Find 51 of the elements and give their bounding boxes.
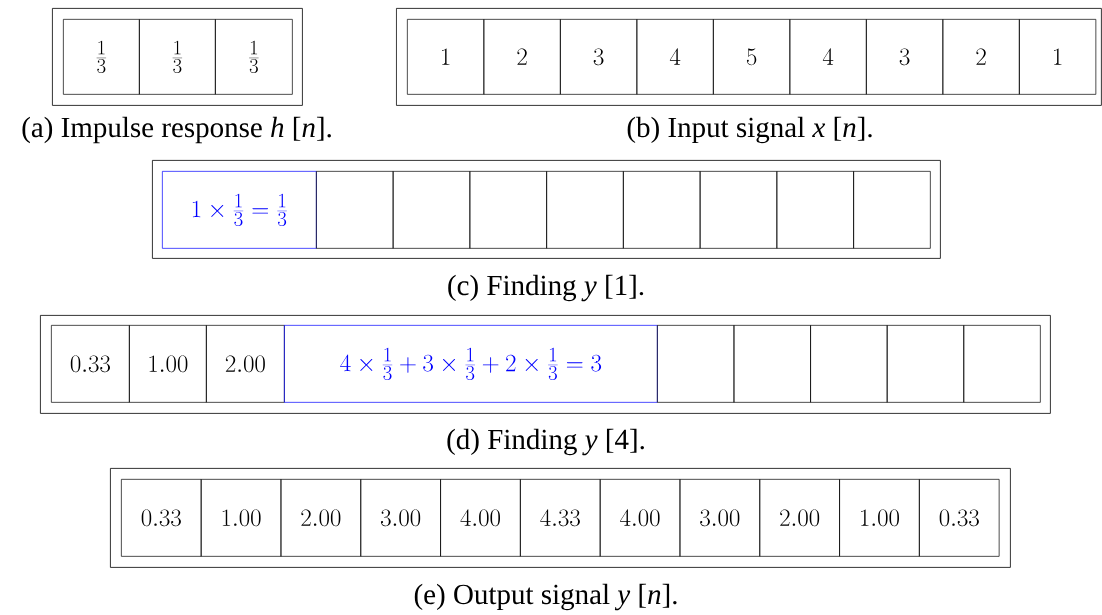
frame bbox=[40, 315, 1051, 414]
empty-cell bbox=[886, 325, 965, 403]
empty-cell bbox=[776, 171, 854, 249]
cell: $0.33$ bbox=[919, 479, 1000, 557]
cell: $4\times\frac{1}{3}+3\times\frac{1}{3}+2\times\frac{1}{3}=3$ bbox=[284, 325, 658, 403]
empty-cell bbox=[699, 171, 778, 249]
caption: (d) Finding y [4]. bbox=[447, 428, 644, 456]
caption: (e) Output signal y [n]. bbox=[414, 583, 677, 611]
empty-cell bbox=[316, 171, 394, 249]
caption: (b) Input signal x [n]. bbox=[627, 116, 872, 144]
cell: $1.00$ bbox=[200, 479, 282, 557]
cell: $4$ bbox=[636, 19, 714, 95]
cell: $2.00$ bbox=[759, 479, 840, 557]
frame bbox=[110, 468, 1011, 568]
cell: $3$ bbox=[560, 19, 638, 95]
empty-cell bbox=[392, 171, 471, 249]
cell: $\frac{1}{3}$ bbox=[63, 19, 140, 95]
cell: $2$ bbox=[942, 19, 1020, 95]
empty-cell bbox=[853, 171, 931, 249]
cell: $1$ bbox=[407, 19, 485, 95]
empty-cell bbox=[469, 171, 547, 249]
cell: $4.00$ bbox=[599, 479, 681, 557]
cell: $1.00$ bbox=[129, 325, 207, 403]
cell: $0.33$ bbox=[51, 325, 130, 403]
frame bbox=[152, 160, 941, 259]
empty-cell bbox=[963, 325, 1041, 403]
frame bbox=[396, 8, 1102, 106]
cell: $4.00$ bbox=[440, 479, 521, 557]
cell: $4$ bbox=[789, 19, 867, 95]
cell: $5$ bbox=[713, 19, 791, 95]
cell: $1$ bbox=[1019, 19, 1097, 95]
caption: (c) Finding y [1]. bbox=[448, 274, 644, 302]
frame bbox=[52, 8, 303, 106]
cell: $3.00$ bbox=[679, 479, 761, 557]
cell: $4.33$ bbox=[520, 479, 601, 557]
cell: $2.00$ bbox=[280, 479, 362, 557]
empty-cell bbox=[623, 171, 701, 249]
cell: $2$ bbox=[483, 19, 561, 95]
empty-cell bbox=[733, 325, 811, 403]
empty-cell bbox=[810, 325, 888, 403]
empty-cell bbox=[657, 325, 735, 403]
cell: $0.33$ bbox=[121, 479, 202, 557]
cell: $3.00$ bbox=[360, 479, 441, 557]
cell: $3$ bbox=[866, 19, 944, 95]
cell: $2.00$ bbox=[206, 325, 285, 403]
cell: $1\times\frac{1}{3}=\frac{1}{3}$ bbox=[162, 171, 317, 249]
cell: $1.00$ bbox=[839, 479, 920, 557]
cell: $\frac{1}{3}$ bbox=[215, 19, 293, 95]
cell: $\frac{1}{3}$ bbox=[139, 19, 216, 95]
caption: (a) Impulse response h [n]. bbox=[22, 116, 331, 144]
empty-cell bbox=[546, 171, 624, 249]
